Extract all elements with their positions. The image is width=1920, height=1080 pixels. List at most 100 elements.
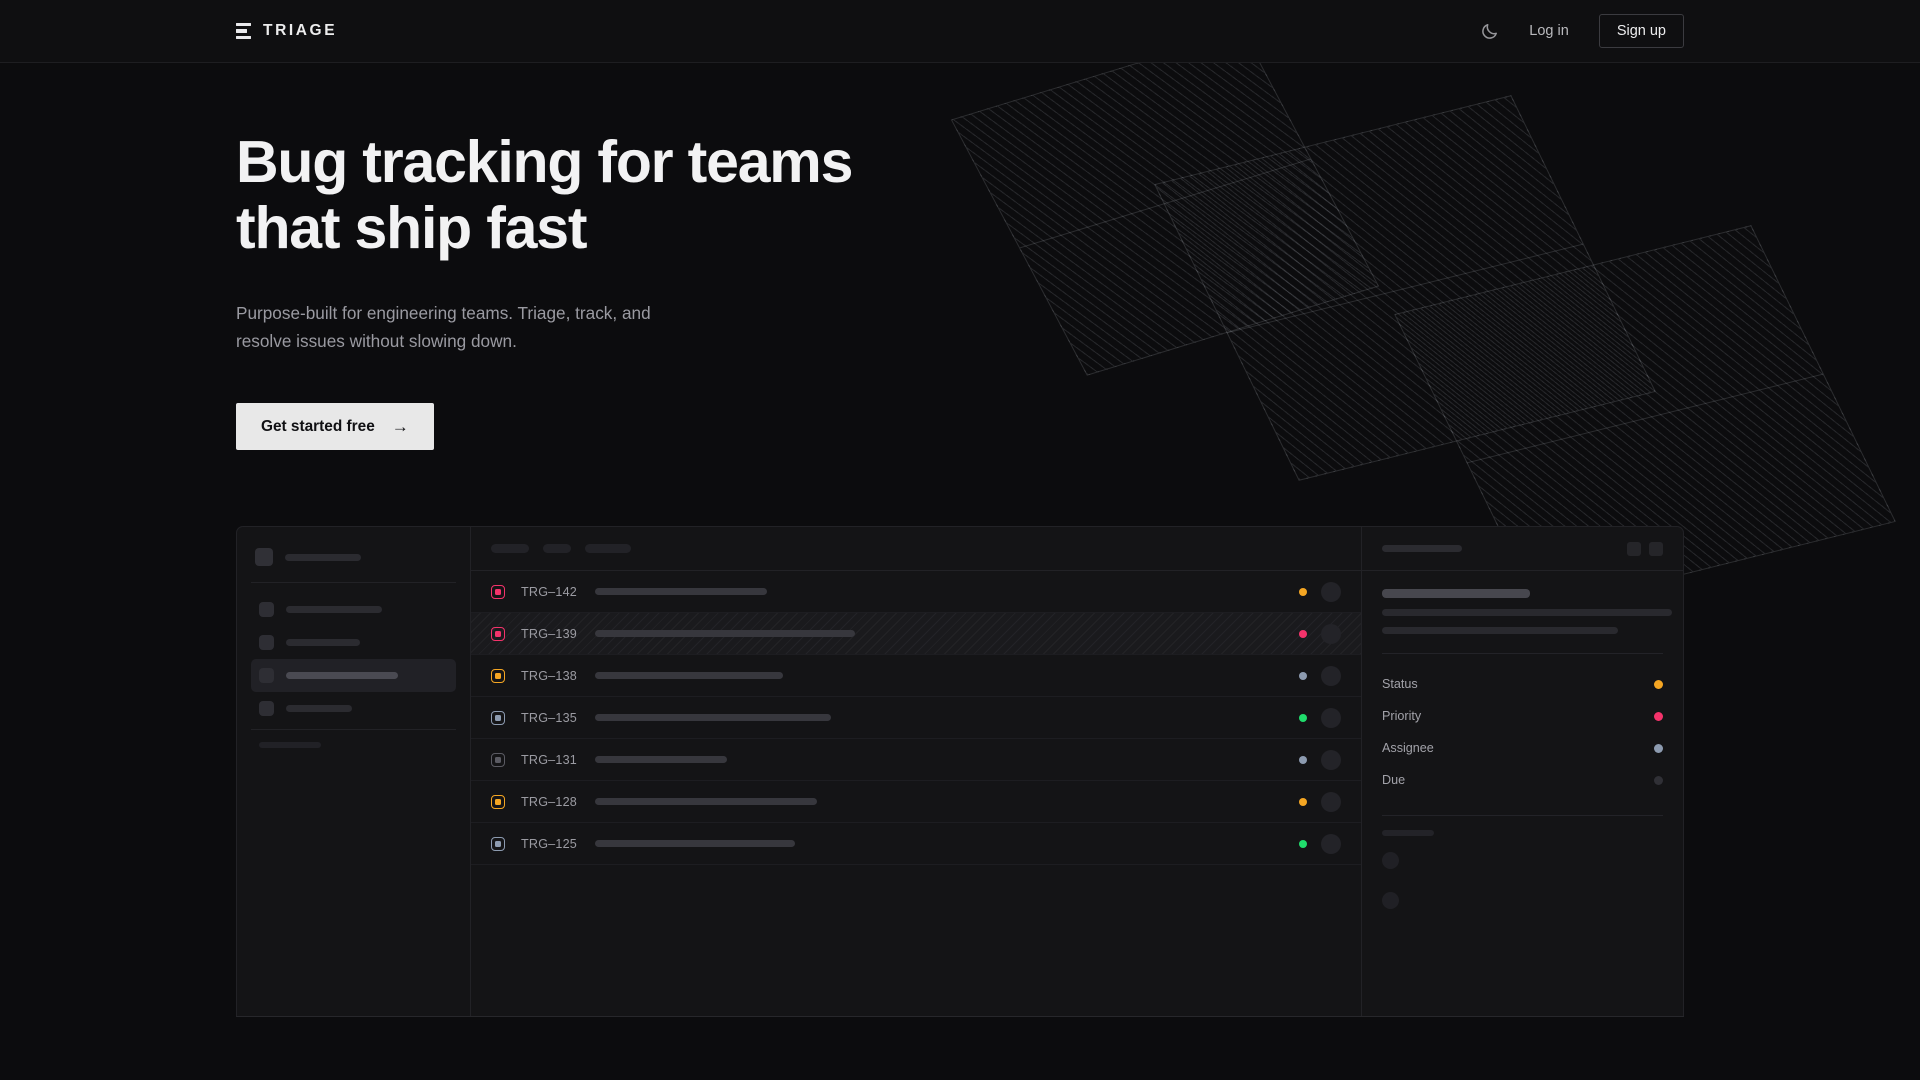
issue-status-dot (1299, 839, 1307, 848)
comment-avatar (1382, 892, 1399, 910)
sidebar-sub-item[interactable] (251, 776, 456, 798)
sidebar-nav (251, 593, 456, 725)
issue-filter-chip[interactable] (585, 544, 631, 554)
issue-id: TRG–128 (521, 794, 577, 809)
issue-row[interactable]: TRG–139 (471, 613, 1361, 656)
sidebar-nav-item[interactable] (251, 659, 456, 693)
detail-comments-label (1382, 830, 1434, 837)
issue-assignee-avatar (1321, 791, 1341, 812)
detail-meta-label: Assignee (1382, 741, 1434, 756)
stack-bars-icon (236, 22, 251, 40)
page-body: Bug tracking for teams that ship fast Pu… (0, 53, 1920, 1018)
sidebar-nav-icon (259, 635, 274, 651)
sidebar-sub-item[interactable] (251, 798, 456, 820)
detail-meta-value-dot (1654, 711, 1663, 721)
brand-name: TRIAGE (263, 22, 338, 39)
sidebar-nav-label-skeleton (286, 672, 398, 680)
issue-assignee-avatar (1321, 749, 1341, 770)
app-sidebar (237, 527, 471, 1017)
moon-icon[interactable] (1480, 22, 1499, 41)
issue-assignee-avatar (1321, 581, 1341, 602)
issue-filter-chip[interactable] (543, 544, 571, 554)
signup-button[interactable]: Sign up (1598, 14, 1684, 48)
sidebar-nav-item[interactable] (251, 626, 456, 659)
hero-title-line-2: that ship fast (236, 195, 588, 262)
issue-list-toolbar (471, 527, 1361, 572)
detail-meta-row[interactable]: Priority (1382, 700, 1663, 732)
sidebar-divider-top (251, 582, 456, 584)
issue-id: TRG–139 (521, 626, 577, 641)
detail-title-skeleton (1382, 589, 1530, 599)
detail-breadcrumb-skeleton (1382, 545, 1462, 553)
issue-row[interactable]: TRG–131 (471, 739, 1361, 782)
issue-title-skeleton (595, 798, 817, 806)
comment-avatar (1382, 852, 1399, 870)
detail-meta-value-dot (1654, 679, 1663, 689)
site-header: TRIAGE Log in Sign up (0, 0, 1920, 63)
detail-action-1-button[interactable] (1627, 541, 1641, 556)
priority-icon (491, 626, 505, 641)
sidebar-sub-items (251, 754, 456, 820)
issue-row[interactable]: TRG–135 (471, 697, 1361, 740)
issue-title-skeleton (595, 756, 727, 764)
sidebar-section-label (259, 742, 321, 749)
login-link[interactable]: Log in (1529, 23, 1569, 39)
workspace-name-skeleton (285, 553, 361, 561)
issue-row[interactable]: TRG–138 (471, 655, 1361, 698)
issue-id: TRG–131 (521, 752, 577, 767)
detail-meta-row[interactable]: Assignee (1382, 732, 1663, 764)
priority-icon (491, 836, 505, 851)
issue-id: TRG–138 (521, 668, 577, 683)
sidebar-nav-item[interactable] (251, 593, 456, 626)
issue-title-skeleton (595, 672, 783, 680)
sidebar-nav-label-skeleton (286, 705, 352, 713)
detail-meta-label: Due (1382, 773, 1406, 788)
sidebar-workspace[interactable] (251, 541, 456, 578)
sidebar-divider-bottom (251, 729, 456, 731)
hero-subtitle-line-1: Purpose-built for engineering teams. Tri… (236, 303, 651, 324)
issue-id: TRG–125 (521, 836, 577, 851)
detail-description-line (1382, 627, 1618, 635)
issue-id: TRG–135 (521, 710, 577, 725)
detail-divider-1 (1382, 653, 1663, 655)
header-actions: Log in Sign up (1480, 14, 1684, 48)
detail-meta-row[interactable]: Due (1382, 764, 1663, 796)
issue-row[interactable]: TRG–142 (471, 571, 1361, 614)
sidebar-nav-icon (259, 701, 274, 717)
issue-status-dot (1299, 671, 1307, 680)
detail-action-2-button[interactable] (1649, 541, 1663, 556)
hero-section: Bug tracking for teams that ship fast Pu… (0, 53, 1920, 611)
issue-row[interactable]: TRG–128 (471, 781, 1361, 824)
issue-status-dot (1299, 797, 1307, 806)
sidebar-sub-item[interactable] (251, 754, 456, 776)
issue-assignee-avatar (1321, 623, 1341, 644)
detail-divider-2 (1382, 815, 1663, 817)
issue-title-skeleton (595, 588, 767, 596)
sidebar-nav-label-skeleton (286, 606, 382, 614)
issue-status-dot (1299, 587, 1307, 596)
brand-logo[interactable]: TRIAGE (236, 22, 337, 40)
workspace-avatar (255, 548, 273, 567)
sidebar-nav-icon (259, 668, 274, 684)
detail-meta-value-dot (1654, 743, 1663, 753)
issue-assignee-avatar (1321, 833, 1341, 854)
issue-filter-chip[interactable] (491, 544, 529, 554)
sidebar-nav-item[interactable] (251, 692, 456, 725)
detail-meta-row[interactable]: Status (1382, 668, 1663, 700)
issue-status-dot (1299, 629, 1307, 638)
get-started-button[interactable]: Get started free → (236, 403, 434, 451)
issue-row[interactable]: TRG–125 (471, 823, 1361, 866)
sidebar-nav-label-skeleton (286, 639, 360, 647)
detail-toolbar (1362, 527, 1683, 572)
priority-icon (491, 752, 505, 767)
issue-id: TRG–142 (521, 584, 577, 599)
priority-icon (491, 710, 505, 725)
arrow-right-icon: → (391, 417, 409, 437)
detail-description-skeleton (1382, 609, 1672, 635)
